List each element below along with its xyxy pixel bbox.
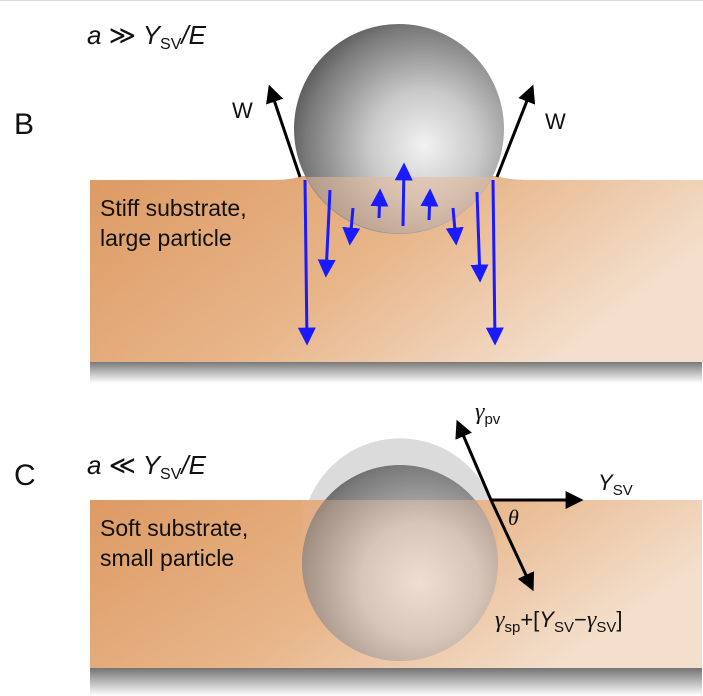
stress-arrows [297,162,504,346]
caption-b-line2: large particle [100,225,232,251]
caption-c-line2: small particle [100,545,235,571]
w-label-right: W [545,109,566,134]
plus-bracket: +[ [520,607,540,632]
substrate-shadow [90,668,702,696]
minus-sign: − [573,607,587,632]
exposed-cap [309,438,491,500]
panel-letter-b: B [14,108,35,141]
cond-relation: ≫ [108,20,136,50]
force-triangle [455,419,584,592]
gamma-sp: γ [495,607,505,633]
caption-c: Soft substrate, small particle [100,513,300,573]
w-arrow-right [495,84,536,178]
cond-e: /E [181,450,206,480]
stress-arrow-down [445,207,464,246]
gamma-sub: pv [484,411,501,428]
caption-b-line1: Stiff substrate, [100,195,247,221]
stress-arrow-down [470,191,489,283]
cond-a: a [87,20,102,50]
cond-y-sub: SV [160,36,182,53]
cond-e: /E [181,20,206,50]
stiff-substrate [90,176,703,362]
cond-y: Y [142,450,161,480]
gamma-sp-arrow [489,499,535,592]
panel-b [90,24,703,383]
cond-y: Y [142,20,161,50]
w-label-left: W [232,98,253,123]
stress-arrow-down [317,189,336,278]
panel-letter-c: C [14,459,36,492]
substrate-shadow [90,361,702,383]
embedded-part [302,500,498,661]
stress-arrow-up [370,188,389,219]
y-sym: Y [539,607,554,632]
panel-c [90,419,702,696]
small-particle [302,465,498,661]
stress-arrow-down [297,179,316,346]
cond-a: a [87,450,102,480]
bottom-force-label: γsp+[YSV−γSV] [495,608,622,635]
gamma-symbol: γ [475,399,485,425]
theta-label: θ [508,505,519,530]
w-force-arrows [266,84,536,178]
y-sym-sub: SV [553,619,574,636]
stress-arrow-up [394,162,413,227]
gamma-sp-sub: sp [504,619,521,636]
w-arrow-left [266,84,302,178]
gamma-pv-label: γpv [475,400,500,427]
condition-b: a ≫ YSV/E [87,22,206,53]
y-sv-label: YSV [598,470,633,499]
gamma-sv: γ [586,607,597,633]
cond-y-sub: SV [160,466,182,483]
caption-b: Stiff substrate, large particle [100,193,300,253]
y-symbol: Y [598,470,613,495]
gamma-pv-arrow [455,419,493,501]
close-bracket: ] [616,607,623,632]
cond-relation: ≪ [108,450,136,480]
y-sub: SV [612,482,633,499]
stress-arrow-down [485,179,504,346]
stress-arrow-up [420,188,439,221]
caption-c-line1: Soft substrate, [100,515,249,541]
gamma-sv-sub: SV [596,619,617,636]
condition-c: a ≪ YSV/E [87,452,206,483]
stress-arrow-down [342,207,361,246]
